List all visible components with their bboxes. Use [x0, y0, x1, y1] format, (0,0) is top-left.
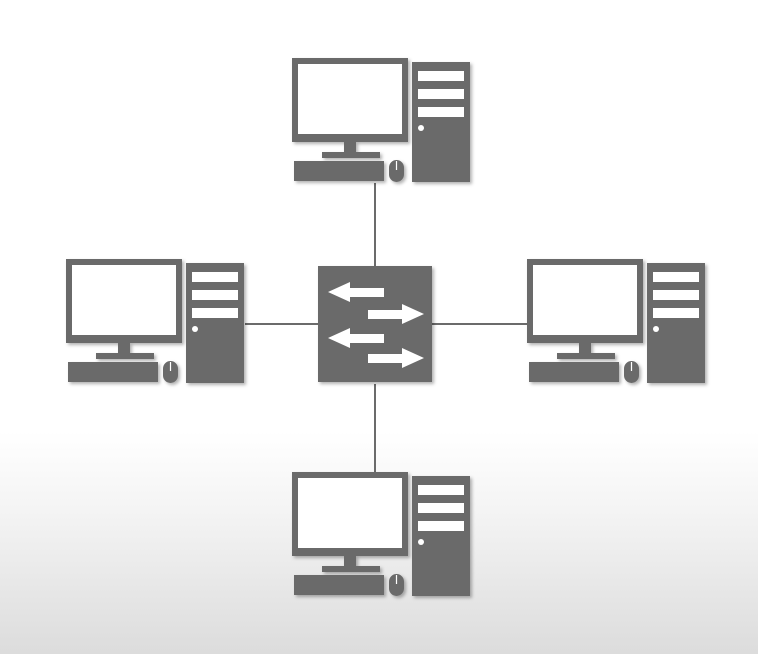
- switch-arrows-icon: [328, 282, 424, 368]
- desktop-computer-icon: [291, 471, 471, 597]
- desktop-computer-icon: [291, 57, 471, 183]
- desktop-computer-icon: [526, 258, 706, 384]
- network-switch: [318, 266, 432, 382]
- connection-links: [245, 183, 528, 475]
- desktop-computer-icon: [65, 258, 245, 384]
